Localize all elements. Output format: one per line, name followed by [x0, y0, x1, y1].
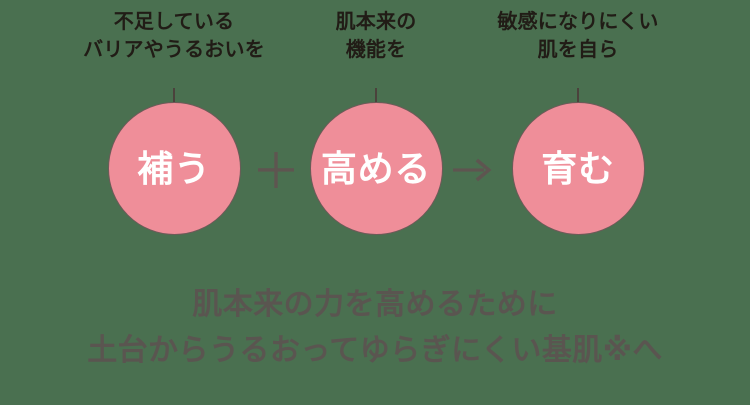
step-2-circle: 高める [309, 102, 443, 235]
step-3-caption-line-1: 敏感になりにくい [497, 11, 659, 33]
step-1-connector-tick [173, 88, 175, 104]
step-1: 不足している バリアやうるおいを 補う [64, 0, 284, 250]
step-3-caption-line-2: 肌を自ら [537, 39, 619, 62]
step-2-caption-line-1: 肌本来の [335, 11, 417, 33]
step-3-caption: 敏感になりにくい 肌を自ら [468, 8, 688, 65]
step-1-caption: 不足している バリアやうるおいを [64, 8, 284, 65]
arrow-right-icon [448, 146, 496, 194]
step-2-caption-line-2: 機能を [345, 39, 407, 62]
step-1-circle-label: 補う [137, 147, 211, 189]
step-2-circle-label: 高める [320, 147, 432, 189]
step-3-circle-label: 育む [541, 147, 615, 189]
step-1-caption-line-2: バリアやうるおいを [83, 39, 265, 62]
step-1-circle: 補う [107, 102, 241, 235]
tagline: 肌本来の力を高めるために 土台からうるおってゆらぎにくい基肌※へ [0, 282, 750, 373]
step-2-connector-tick [375, 88, 377, 104]
step-3-circle: 育む [511, 102, 645, 235]
step-2: 肌本来の 機能を 高める [266, 0, 486, 250]
step-3-connector-tick [577, 88, 579, 104]
step-3: 敏感になりにくい 肌を自ら 育む [468, 0, 688, 250]
tagline-line-2: 土台からうるおってゆらぎにくい基肌※へ [87, 333, 663, 367]
tagline-line-1: 肌本来の力を高めるために [192, 288, 558, 321]
step-1-caption-line-1: 不足している [113, 11, 235, 33]
plus-icon [252, 146, 300, 194]
step-2-caption: 肌本来の 機能を [266, 8, 486, 65]
